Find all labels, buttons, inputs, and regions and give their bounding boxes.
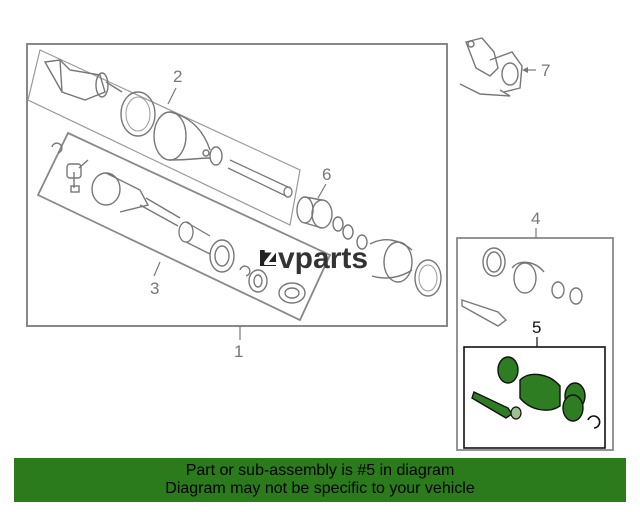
outer-joint-box xyxy=(27,49,301,226)
outer-boot-clamp xyxy=(202,146,223,166)
callout-7: 7 xyxy=(541,61,550,80)
inner-joint-box xyxy=(36,131,332,322)
bracket-7 xyxy=(459,37,523,97)
outer-boot xyxy=(153,111,211,161)
leader-3 xyxy=(153,261,161,277)
arrow-7 xyxy=(522,67,528,73)
watermark-text: vparts xyxy=(278,242,368,275)
watermark-letter: z xyxy=(263,239,278,272)
watermark-logo-mark xyxy=(260,250,276,266)
clamp-rings xyxy=(332,216,368,250)
inner-shaft-spline xyxy=(178,221,211,255)
kit-clamp-5 xyxy=(510,406,522,420)
info-banner: Part or sub-assembly is #5 in diagram Di… xyxy=(14,458,626,502)
callout-2: 2 xyxy=(173,67,182,86)
damper-6 xyxy=(296,196,333,229)
snap-ring-inner xyxy=(239,265,251,277)
outer-cv-joint xyxy=(43,59,123,101)
callout-4: 4 xyxy=(531,209,540,228)
inner-cv-joint xyxy=(91,172,181,227)
leader-6 xyxy=(317,183,327,199)
snap-ring-small xyxy=(51,142,63,154)
outer-boot-ring-inner xyxy=(125,96,151,132)
parts-diagram: z vparts 1 2 3 4 5 6 7 xyxy=(26,37,614,451)
banner-line-2: Diagram may not be specific to your vehi… xyxy=(165,480,475,497)
kit-snap-ring-5 xyxy=(587,415,601,429)
callout-5: 5 xyxy=(532,318,541,337)
highlighted-kit-box xyxy=(463,346,606,449)
inner-boot-ring xyxy=(414,259,442,297)
seal xyxy=(248,269,268,293)
watermark: z vparts xyxy=(260,239,368,275)
bearing xyxy=(209,239,235,273)
inner-boot-ring-inner xyxy=(418,264,438,292)
outer-boot-ring xyxy=(120,91,156,137)
kit-boot-5 xyxy=(471,356,586,422)
axle-shaft xyxy=(227,159,293,198)
callout-3: 3 xyxy=(150,279,159,298)
inner-boot xyxy=(369,239,413,283)
banner-line-1: Part or sub-assembly is #5 in diagram xyxy=(185,462,455,479)
dust-seal xyxy=(278,282,306,304)
leader-2 xyxy=(167,87,177,105)
boot-kit-parts xyxy=(461,247,583,327)
callout-1: 1 xyxy=(234,342,243,361)
main-assembly-box xyxy=(26,43,448,327)
tripod-spider xyxy=(66,159,89,193)
boot-kit-box xyxy=(456,237,614,451)
callout-6: 6 xyxy=(322,165,331,184)
